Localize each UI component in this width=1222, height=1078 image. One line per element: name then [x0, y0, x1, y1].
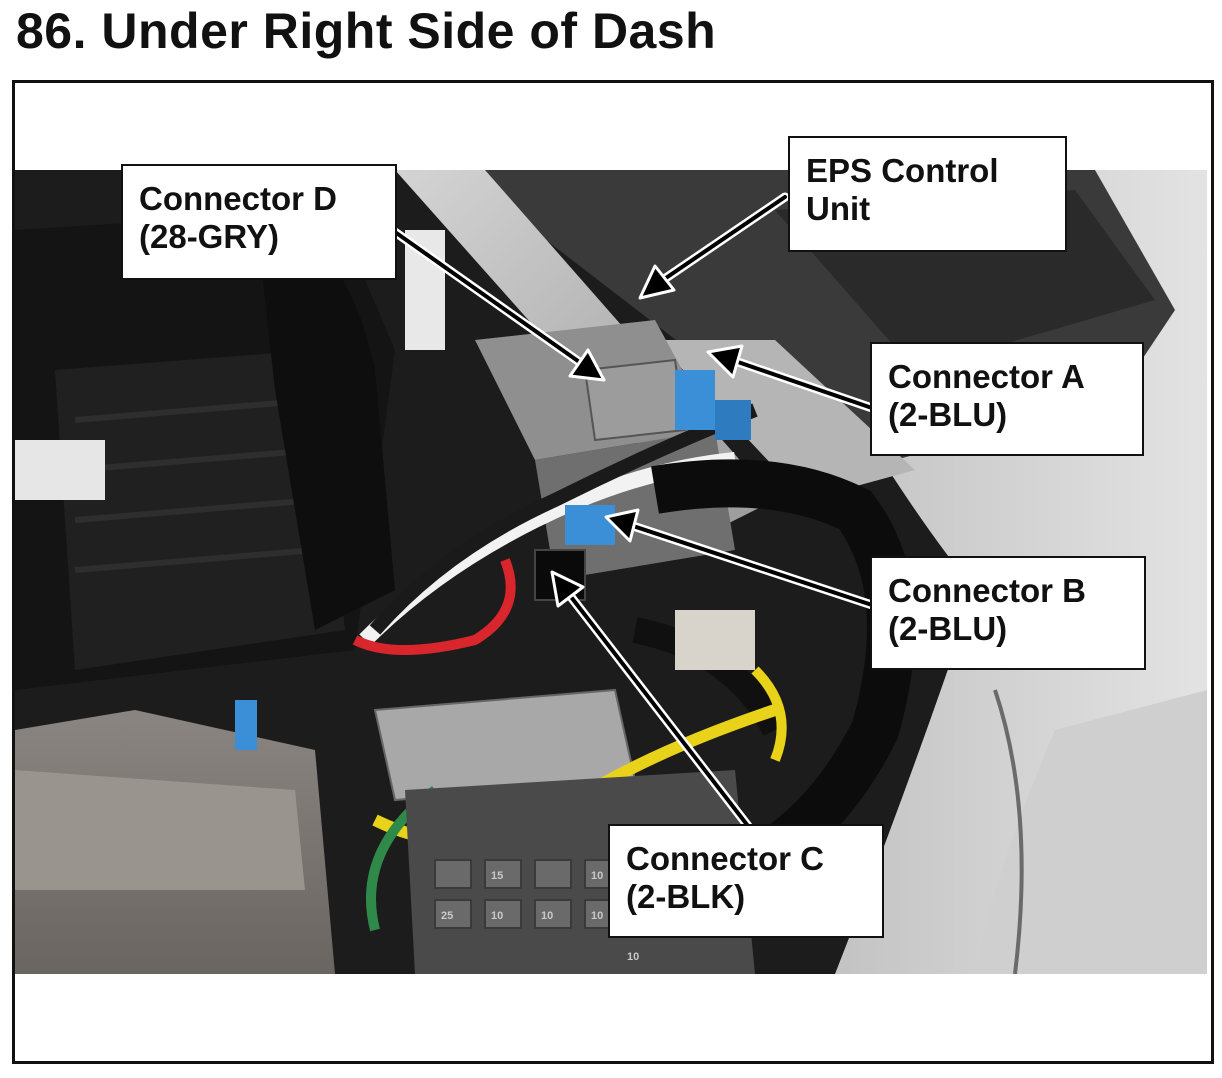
callout-connector-d-name: Connector D: [139, 180, 337, 217]
callout-connector-d: Connector D (28-GRY): [121, 164, 397, 280]
callout-connector-b: Connector B (2-BLU): [870, 556, 1146, 670]
callout-eps-line2: Unit: [806, 190, 871, 227]
callout-eps-control-unit: EPS Control Unit: [788, 136, 1067, 252]
callout-connector-a-name: Connector A: [888, 358, 1085, 395]
fuse-label: 10: [491, 910, 503, 922]
callout-connector-d-spec: (28-GRY): [139, 218, 279, 255]
callout-connector-c-spec: (2-BLK): [626, 878, 746, 915]
fuse-label: 15: [491, 870, 503, 882]
fuse-label: 10: [591, 910, 603, 922]
callout-connector-b-spec: (2-BLU): [888, 610, 1008, 647]
fuse-label: 10: [591, 870, 603, 882]
callout-connector-c: Connector C (2-BLK): [608, 824, 884, 938]
callout-eps-line1: EPS Control: [806, 152, 999, 189]
callout-connector-a: Connector A (2-BLU): [870, 342, 1144, 456]
callout-connector-c-name: Connector C: [626, 840, 824, 877]
fuse-label: 25: [441, 910, 453, 922]
callout-connector-a-spec: (2-BLU): [888, 396, 1008, 433]
callout-connector-b-name: Connector B: [888, 572, 1086, 609]
fuse-label: 10: [541, 910, 553, 922]
fuse-label: 10: [627, 951, 639, 963]
page-title: 86. Under Right Side of Dash: [16, 3, 717, 59]
